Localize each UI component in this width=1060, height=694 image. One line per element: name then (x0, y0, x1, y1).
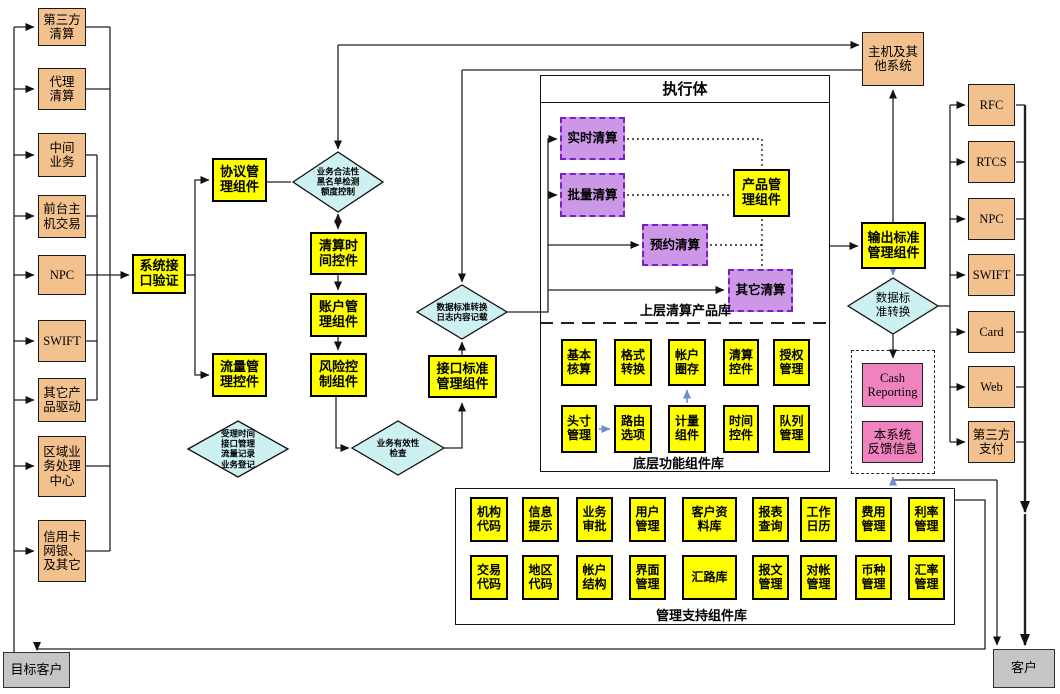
source-regional-business-center: 区域业 务处理 中心 (38, 436, 86, 497)
source-front-host-trade: 前台主 机交易 (38, 195, 86, 238)
auth-mgmt-box: 授权 管理 (773, 339, 810, 386)
scheduled-clearing-box: 预约清算 (642, 224, 708, 266)
executor-frame (540, 75, 830, 472)
currency-mgmt-box: 币种 管理 (855, 555, 892, 600)
info-prompt-box: 信息 提示 (522, 497, 559, 542)
target-third-party-payment-box: 第三方 支付 (968, 421, 1015, 463)
realtime-clearing-box: 实时清算 (560, 117, 625, 160)
position-mgmt-box: 头寸 管理 (561, 405, 597, 453)
remit-route-lib-box: 汇路库 (682, 555, 737, 600)
customer-box: 客户 (993, 649, 1055, 688)
validity-check-diamond (350, 420, 446, 476)
executor-title: 执行体 (540, 75, 830, 103)
source-third-party-clearing: 第三方 清算 (38, 8, 86, 46)
target-swift-box: SWIFT (968, 254, 1015, 296)
trade-code-box: 交易 代码 (470, 555, 508, 600)
data-std-convert-diamond (846, 277, 940, 335)
routing-option-box: 路由 选项 (614, 405, 652, 453)
system-interface-verify-box: 系统接 口验证 (132, 254, 186, 294)
fee-mgmt-box: 费用 管理 (855, 497, 892, 542)
business-approval-box: 业务 审批 (576, 497, 613, 542)
format-convert-box: 格式 转换 (614, 339, 652, 386)
legality-check-label: 业务合法性 黑名单检测 额度控制 (316, 166, 360, 198)
target-npc-box: NPC (968, 198, 1015, 240)
feedback-group-frame (851, 350, 935, 474)
reconciliation-mgmt-box: 对帐 管理 (800, 555, 837, 600)
exchange-rate-mgmt-box: 汇率 管理 (908, 555, 945, 600)
source-other-product-driver: 其它产 品驱动 (38, 378, 86, 422)
account-hold-box: 帐户 圈存 (668, 339, 706, 386)
clearing-control-box: 清算 控件 (723, 339, 759, 386)
work-calendar-box: 工作 日历 (800, 497, 837, 542)
interest-rate-mgmt-box: 利率 管理 (908, 497, 945, 542)
validity-check-label: 业务有效性 检查 (376, 437, 420, 458)
target-web-box: Web (968, 366, 1015, 408)
queue-mgmt-box: 队列 管理 (773, 405, 810, 453)
source-swift: SWIFT (38, 320, 86, 362)
region-code-box: 地区 代码 (522, 555, 559, 600)
upper-clearing-lib-label: 上层清算产品库 (640, 303, 732, 318)
account-structure-box: 帐户 结构 (576, 555, 613, 600)
other-clearing-box: 其它清算 (728, 269, 793, 312)
source-agent-clearing: 代理 清算 (38, 68, 86, 110)
clearing-time-control-box: 清算时 间控件 (310, 232, 367, 275)
risk-control-box: 风险控 制组件 (310, 353, 367, 397)
flow-mgmt-box: 流量管 理控件 (212, 353, 267, 397)
legality-check-diamond (291, 151, 385, 213)
ui-mgmt-box: 界面 管理 (629, 555, 666, 600)
time-control-box: 时间 控件 (723, 405, 759, 453)
message-mgmt-box: 报文 管理 (752, 555, 789, 600)
target-rtcs-box: RTCS (968, 141, 1015, 183)
output-standard-mgmt-box: 输出标准 管理组件 (861, 222, 926, 269)
org-code-box: 机构 代码 (470, 497, 508, 542)
interface-standard-mgmt-box: 接口标准 管理组件 (428, 355, 497, 398)
source-creditcard-ebank-other: 信用卡 网银、 及其它 (38, 520, 86, 582)
report-query-box: 报表 查询 (752, 497, 789, 542)
source-npc: NPC (38, 255, 86, 295)
protocol-mgmt-box: 协议管 理组件 (212, 158, 267, 202)
source-intermediate-business: 中间 业务 (38, 133, 86, 177)
accept-time-label: 受理时间 接口管理 流量记录 业务登记 (220, 428, 256, 470)
cash-reporting-box: Cash Reporting (862, 363, 923, 407)
basic-accounting-box: 基本 核算 (561, 339, 597, 386)
metering-component-box: 计量 组件 (668, 405, 706, 453)
data-std-log-label: 数据标准转换 日志内容记载 (436, 301, 488, 322)
target-customer-box: 目标客户 (3, 652, 70, 688)
customer-data-lib-box: 客户资 料库 (682, 497, 737, 542)
accept-time-diamond (186, 420, 290, 478)
target-card-box: Card (968, 311, 1015, 353)
data-std-convert-label: 数据标 准转换 (875, 292, 911, 319)
mgmt-support-lib-label: 管理支持组件库 (656, 608, 748, 623)
batch-clearing-box: 批量清算 (560, 173, 625, 217)
host-other-systems-box: 主机及其 他系统 (862, 32, 924, 86)
account-mgmt-box: 账户管 理组件 (310, 293, 367, 337)
system-feedback-box: 本系统 反馈信息 (862, 421, 923, 463)
data-std-log-diamond (415, 284, 509, 340)
lower-func-lib-label: 底层功能组件库 (633, 456, 725, 471)
product-mgmt-box: 产品管 理组件 (733, 169, 790, 217)
target-rfc-box: RFC (968, 84, 1015, 126)
user-mgmt-box: 用户 管理 (629, 497, 666, 542)
mgmt-support-frame (455, 488, 955, 625)
